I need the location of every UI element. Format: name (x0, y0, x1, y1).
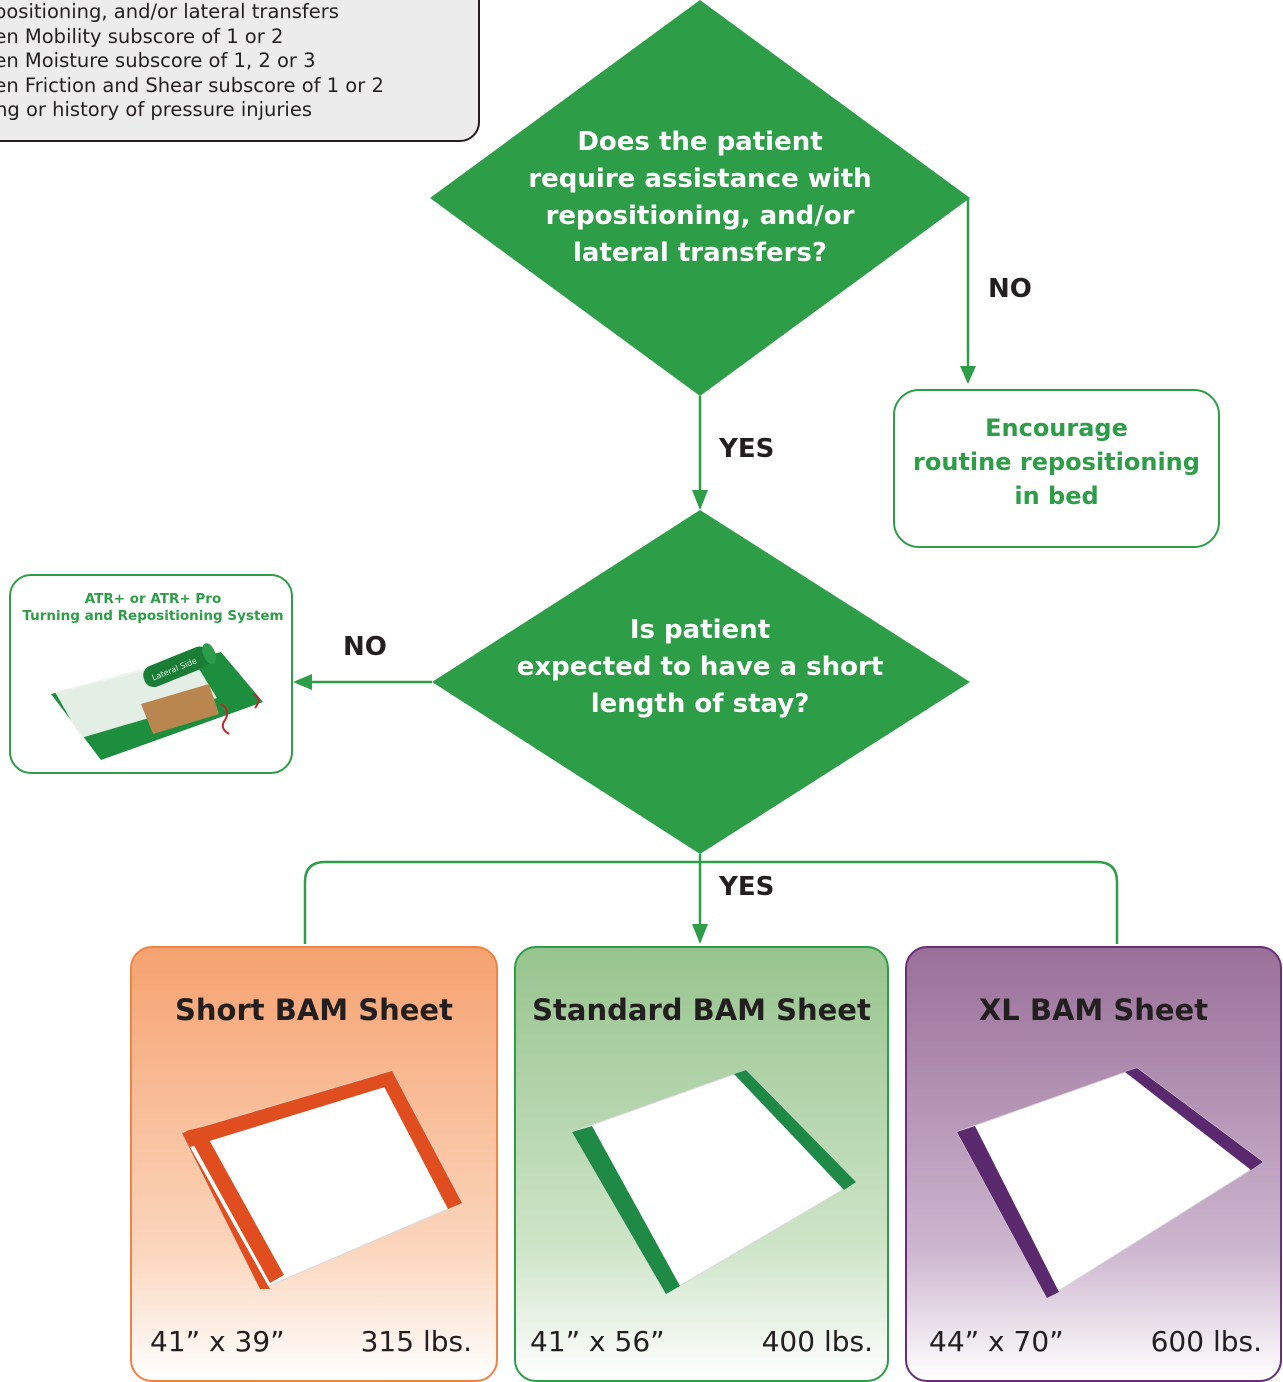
xl-bam-sheet-image (956, 1067, 1264, 1299)
yes-arrowhead-2 (692, 924, 708, 944)
criteria-item: ting or history of pressure injuries (0, 98, 312, 121)
yes-arrowhead-1 (692, 490, 708, 510)
product-bracket (303, 860, 1119, 944)
product-weight: 315 lbs. (360, 1325, 472, 1358)
atr-title-line: Turning and Repositioning System (22, 608, 284, 624)
atr-system-box: ATR+ or ATR+ Pro Turning and Repositioni… (9, 574, 293, 774)
decision-1-line: lateral transfers? (573, 238, 827, 268)
decision-2-line: expected to have a short (516, 652, 884, 682)
product-title: Short BAM Sheet (175, 993, 453, 1027)
no-label-1: NO (988, 274, 1032, 304)
criteria-item: den Moisture subscore of 1, 2 or 3 (0, 49, 316, 72)
product-size: 41” x 56” (530, 1325, 665, 1358)
criteria-item: epositioning, and/or lateral transfers (0, 0, 339, 23)
product-weight: 600 lbs. (1150, 1325, 1262, 1358)
decision-2-question: Is patient expected to have a short leng… (470, 612, 930, 723)
decision-2-line: length of stay? (590, 689, 810, 719)
encourage-line: Encourage (985, 414, 1128, 442)
yes-label-2: YES (719, 872, 775, 902)
product-title: Standard BAM Sheet (532, 993, 871, 1027)
atr-title: ATR+ or ATR+ Pro Turning and Repositioni… (11, 591, 295, 625)
criteria-box: epositioning, and/or lateral transfers d… (0, 0, 480, 142)
standard-bam-sheet-image (571, 1069, 857, 1295)
atr-product-image: Lateral Side (51, 643, 263, 760)
criteria-item: den Mobility subscore of 1 or 2 (0, 24, 284, 48)
criteria-item: den Friction and Shear subscore of 1 or … (0, 73, 384, 97)
decision-1-line: require assistance with (528, 164, 872, 194)
encourage-line: in bed (1014, 482, 1099, 510)
encourage-line: routine repositioning (913, 448, 1200, 476)
decision-diamond-2 (432, 510, 970, 854)
criteria-list: epositioning, and/or lateral transfers d… (0, 0, 384, 123)
yes-label-1: YES (719, 434, 775, 464)
product-size: 41” x 39” (150, 1325, 285, 1358)
decision-1-question: Does the patient require assistance with… (470, 124, 930, 272)
product-card-xl: XL BAM Sheet 44” x 70” 600 lbs. (905, 946, 1282, 1382)
decision-diamond-1 (430, 0, 970, 396)
encourage-box: Encourage routine repositioning in bed (893, 389, 1220, 548)
product-title: XL BAM Sheet (978, 993, 1209, 1027)
product-card-standard: Standard BAM Sheet 41” x 56” 400 lbs. (514, 946, 889, 1382)
no-arrowhead-2 (293, 674, 312, 690)
product-size: 44” x 70” (929, 1325, 1064, 1358)
product-weight: 400 lbs. (761, 1325, 873, 1358)
short-bam-sheet-image (181, 1070, 463, 1290)
encourage-text: Encourage routine repositioning in bed (895, 411, 1218, 513)
no-arrowhead-1 (960, 366, 976, 384)
product-card-short: Short BAM Sheet 41” x 39” 315 lbs. (130, 946, 498, 1382)
decision-1-line: Does the patient (577, 127, 823, 157)
no-label-2: NO (343, 632, 387, 662)
atr-title-line: ATR+ or ATR+ Pro (84, 591, 222, 607)
decision-2-line: Is patient (629, 615, 771, 645)
decision-1-line: repositioning, and/or (545, 201, 855, 231)
